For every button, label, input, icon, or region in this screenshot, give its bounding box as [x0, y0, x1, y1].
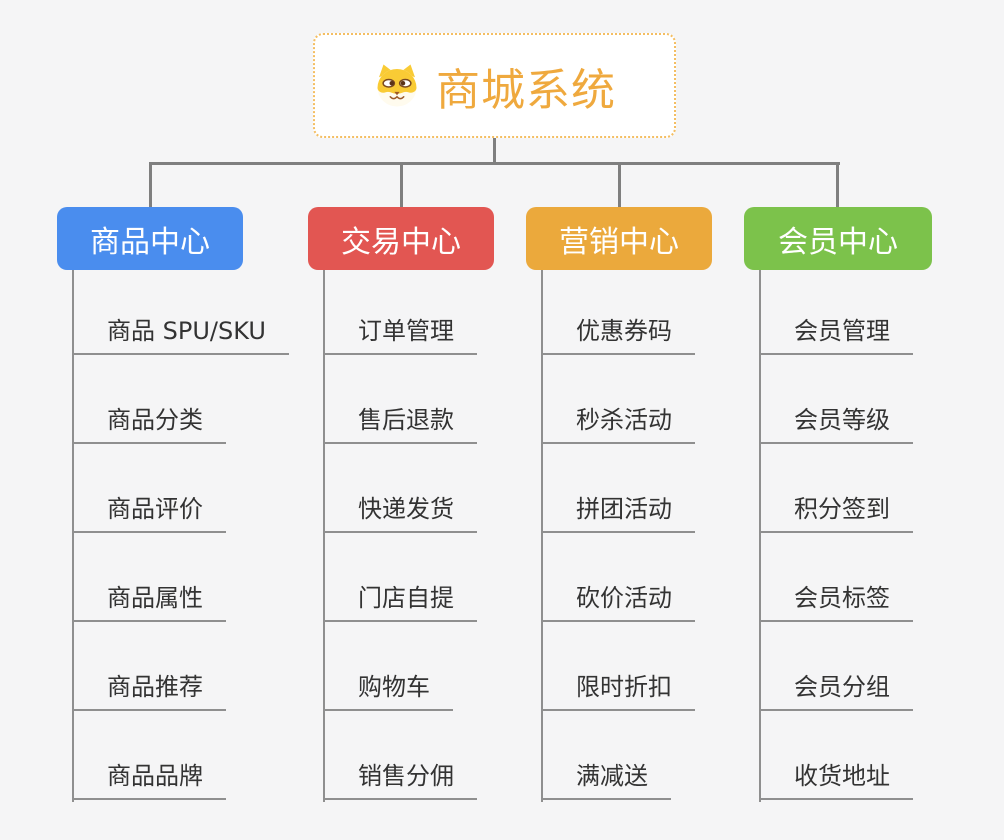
branch-column-trade-center: 交易中心 订单管理售后退款快递发货门店自提购物车销售分佣 — [308, 207, 498, 807]
subtopic-item[interactable]: 商品品牌 — [73, 754, 226, 800]
subtopic-item[interactable]: 收货地址 — [760, 754, 913, 800]
branch-drop-line — [149, 162, 152, 207]
subtopic-item[interactable]: 购物车 — [324, 665, 453, 711]
subtopic-item[interactable]: 售后退款 — [324, 398, 477, 444]
branch-bus-line — [149, 162, 840, 165]
branch-drop-line — [400, 162, 403, 207]
branch-topic-trade-center[interactable]: 交易中心 — [308, 207, 494, 270]
subtopic-item[interactable]: 销售分佣 — [324, 754, 477, 800]
subtopic-item[interactable]: 拼团活动 — [542, 487, 695, 533]
subtopic-item[interactable]: 会员管理 — [760, 309, 913, 355]
subtopic-item[interactable]: 商品属性 — [73, 576, 226, 622]
subtopic-item[interactable]: 商品分类 — [73, 398, 226, 444]
branch-child-line — [72, 270, 74, 802]
subtopic-item[interactable]: 商品 SPU/SKU — [73, 309, 289, 355]
subtopic-item[interactable]: 会员等级 — [760, 398, 913, 444]
subtopic-item[interactable]: 秒杀活动 — [542, 398, 695, 444]
root-stem-line — [493, 138, 496, 164]
branch-drop-line — [618, 162, 621, 207]
branch-child-line — [541, 270, 543, 802]
branch-topic-product-center[interactable]: 商品中心 — [57, 207, 243, 270]
branch-child-line — [323, 270, 325, 802]
subtopic-item[interactable]: 优惠券码 — [542, 309, 695, 355]
branch-column-marketing-center: 营销中心 优惠券码秒杀活动拼团活动砍价活动限时折扣满减送 — [526, 207, 716, 807]
subtopic-item[interactable]: 商品评价 — [73, 487, 226, 533]
subtopic-item[interactable]: 限时折扣 — [542, 665, 695, 711]
branch-column-product-center: 商品中心 商品 SPU/SKU 商品分类商品评价商品属性商品推荐商品品牌 — [57, 207, 289, 807]
root-topic-title: 商城系统 — [436, 64, 616, 116]
subtopic-item[interactable]: 砍价活动 — [542, 576, 695, 622]
branch-column-member-center: 会员中心 会员管理会员等级积分签到会员标签会员分组收货地址 — [744, 207, 934, 807]
subtopic-item[interactable]: 会员标签 — [760, 576, 913, 622]
shiba-dog-icon — [373, 63, 421, 108]
subtopic-item[interactable]: 快递发货 — [324, 487, 477, 533]
root-topic[interactable]: 商城系统 — [313, 33, 676, 138]
branch-child-line — [759, 270, 761, 802]
subtopic-item[interactable]: 订单管理 — [324, 309, 477, 355]
branch-drop-line — [836, 162, 839, 207]
subtopic-item[interactable]: 满减送 — [542, 754, 671, 800]
subtopic-item[interactable]: 积分签到 — [760, 487, 913, 533]
branch-topic-marketing-center[interactable]: 营销中心 — [526, 207, 712, 270]
subtopic-item[interactable]: 商品推荐 — [73, 665, 226, 711]
subtopic-item[interactable]: 门店自提 — [324, 576, 477, 622]
subtopic-item[interactable]: 会员分组 — [760, 665, 913, 711]
branch-topic-member-center[interactable]: 会员中心 — [744, 207, 932, 270]
